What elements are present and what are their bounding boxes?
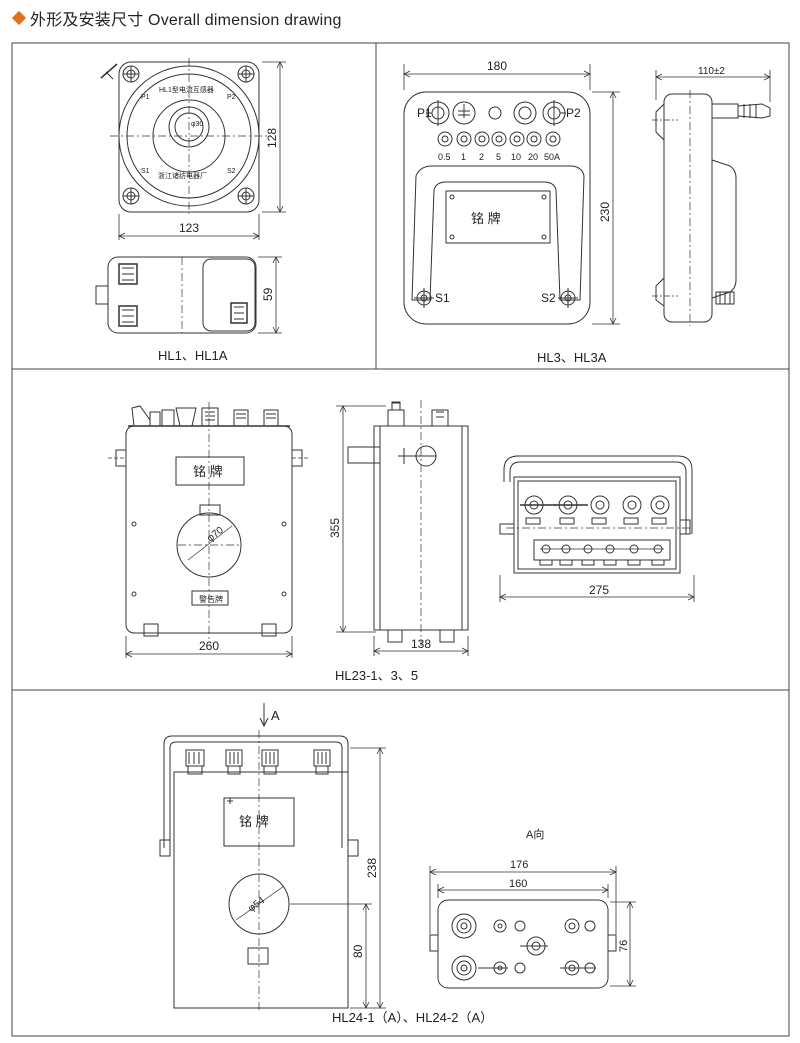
hl3-label-s1: S1 bbox=[435, 291, 450, 305]
hl23-dim-top: 275 bbox=[499, 575, 695, 602]
hl23-warning: 警告牌 bbox=[199, 594, 223, 604]
hl23-dim-width: 260 bbox=[125, 636, 293, 658]
hl24-outer-label: 176 bbox=[510, 859, 528, 871]
hl3-nameplate: 铭 牌 bbox=[471, 211, 501, 226]
hl3-height-label: 230 bbox=[598, 202, 612, 222]
hl3-tap-terminals bbox=[437, 131, 561, 147]
hl23-depth-label: 138 bbox=[411, 637, 431, 651]
hl1-dim-side: 59 bbox=[258, 256, 282, 334]
hl3-tap-label: 20 bbox=[528, 152, 538, 162]
hl3-label-p2: P2 bbox=[566, 106, 581, 120]
hl1-front-view: HL1型电流互感器 浙江诸纺电器厂 P1 P2 S1 S2 φ30 bbox=[100, 58, 268, 214]
hl24-dim-outer: 176 bbox=[429, 859, 617, 934]
hl24-a-view-terminals bbox=[451, 913, 596, 981]
hl3-depth-label: 110±2 bbox=[698, 66, 725, 77]
panel-hl3: 铭 牌 P1 P2 bbox=[403, 59, 771, 365]
hl24-top-terminals bbox=[185, 749, 331, 775]
hl24-hole-label: φ54 bbox=[246, 895, 267, 915]
hl24-caption: HL24-1（A）、HL24-2（A） bbox=[332, 1010, 493, 1025]
hl1-label-p2: P2 bbox=[227, 94, 236, 101]
hl23-top-terminals bbox=[131, 405, 279, 427]
hl3-dim-height: 230 bbox=[592, 91, 620, 325]
hl3-front-view: 铭 牌 P1 P2 bbox=[403, 91, 591, 325]
hl1-dim-height: 128 bbox=[262, 61, 286, 213]
hl24-inner-label: 160 bbox=[509, 878, 527, 890]
hl1-dim-width: 123 bbox=[118, 214, 260, 240]
hl3-tap-label: 2 bbox=[479, 152, 484, 162]
hl1-height-label: 128 bbox=[265, 128, 279, 148]
hl3-caption: HL3、HL3A bbox=[537, 350, 607, 365]
hl23-nameplate: 铭 牌 bbox=[193, 464, 223, 479]
hl23-front-view: 铭 牌 φ70 警告牌 bbox=[108, 402, 310, 640]
hl3-tap-label: 1 bbox=[461, 152, 466, 162]
hl3-tap-label: 10 bbox=[511, 152, 521, 162]
hl24-side-label: 76 bbox=[618, 940, 630, 952]
hl3-tap-label: 0.5 bbox=[438, 152, 451, 162]
hl23-side-view bbox=[347, 400, 469, 646]
hl1-caption: HL1、HL1A bbox=[158, 348, 228, 363]
hl3-label-s2: S2 bbox=[541, 291, 556, 305]
page-header: 外形及安装尺寸 Overall dimension drawing bbox=[11, 6, 342, 30]
hl24-dim-inner: 160 bbox=[437, 878, 609, 898]
hl23-height-label: 355 bbox=[328, 518, 342, 538]
hl3-tap-labels: 0.5 1 2 5 10 20 50A bbox=[438, 152, 560, 162]
hl3-label-p1: P1 bbox=[417, 106, 432, 120]
hl3-dim-width: 180 bbox=[403, 59, 591, 90]
hl23-dim-depth: 138 bbox=[373, 636, 469, 656]
panel-hl1: HL1型电流互感器 浙江诸纺电器厂 P1 P2 S1 S2 φ30 123 12… bbox=[95, 58, 286, 363]
hl3-tap-label: 5 bbox=[496, 152, 501, 162]
hl24-lower-label: 80 bbox=[351, 944, 365, 958]
hl3-width-label: 180 bbox=[487, 59, 507, 73]
panel-hl23: 铭 牌 φ70 警告牌 260 bbox=[108, 400, 695, 683]
hl1-label-p1: P1 bbox=[141, 94, 150, 101]
hl1-ring-text-bottom: 浙江诸纺电器厂 bbox=[158, 171, 207, 180]
hl24-arrow-label: A bbox=[271, 708, 280, 723]
hl24-a-view bbox=[429, 899, 617, 989]
hl24-nameplate: 铭 牌 bbox=[239, 814, 269, 829]
hl23-width-label: 260 bbox=[199, 639, 219, 653]
hl1-inner-dim: φ30 bbox=[191, 121, 203, 128]
hl23-dim-height: 355 bbox=[328, 405, 386, 633]
hl3-dim-depth: 110±2 bbox=[655, 66, 771, 102]
hl3-tap-label: 50A bbox=[544, 152, 560, 162]
hl1-side-label: 59 bbox=[261, 287, 275, 301]
hl23-top-label: 275 bbox=[589, 583, 609, 597]
hl1-corner-screws bbox=[122, 65, 255, 205]
hl3-side-view bbox=[652, 90, 771, 326]
page-title: 外形及安装尺寸 Overall dimension drawing bbox=[30, 12, 342, 29]
hl3-top-terminals bbox=[426, 100, 566, 126]
hl24-height-label: 238 bbox=[365, 858, 379, 878]
hl24-front-view: 铭 牌 φ54 bbox=[159, 730, 359, 1012]
hl24-dim-height: 238 bbox=[350, 747, 386, 1009]
hl24-dim-lower: 80 bbox=[290, 903, 372, 1009]
hl23-top-terminals-row1 bbox=[520, 495, 670, 515]
panel-hl24: A 铭 牌 φ54 bbox=[159, 703, 636, 1025]
hl24-dim-side: 76 bbox=[610, 901, 636, 987]
hl23-top-view bbox=[499, 455, 693, 574]
hl1-side-view bbox=[95, 256, 257, 334]
hl23-top-terminals-row2 bbox=[540, 544, 664, 554]
hl1-centerlines bbox=[110, 58, 268, 214]
hl1-ring-text-top: HL1型电流互感器 bbox=[159, 85, 214, 94]
hl23-caption: HL23-1、3、5 bbox=[335, 668, 418, 683]
hl24-view-label: A向 bbox=[526, 827, 544, 841]
hl1-width-label: 123 bbox=[179, 221, 199, 235]
hl1-label-s2: S2 bbox=[227, 168, 236, 175]
hl1-label-s1: S1 bbox=[141, 168, 150, 175]
frame-grid bbox=[11, 42, 790, 1037]
hl23-hole-label: φ70 bbox=[205, 525, 226, 545]
